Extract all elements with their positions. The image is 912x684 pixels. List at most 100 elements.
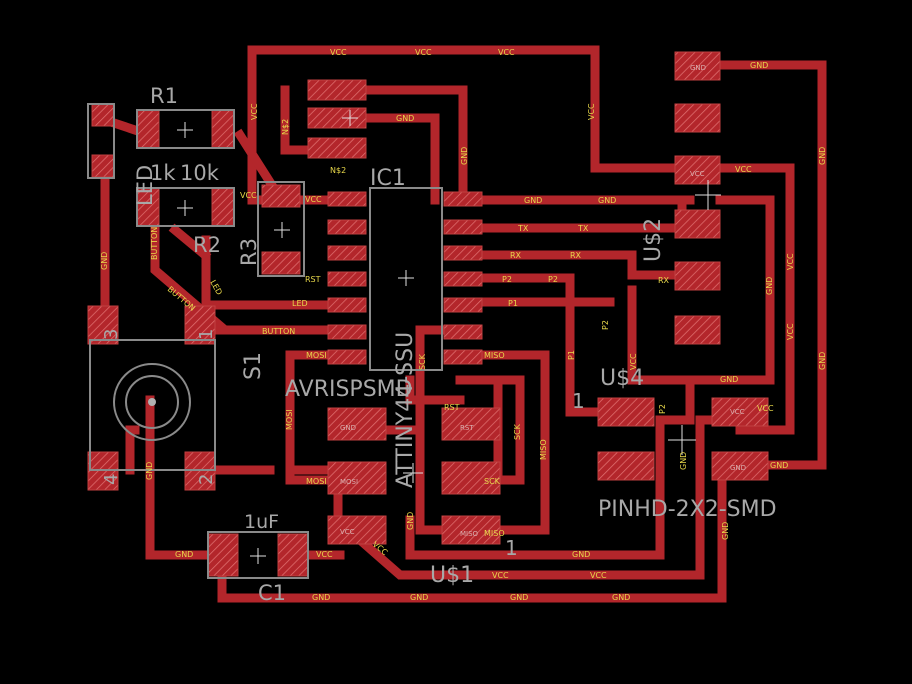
net-label: GND [312, 593, 330, 602]
avrisp-pad-5 [327, 515, 387, 545]
net-label: RX [510, 251, 522, 260]
net-label: P2 [601, 320, 610, 330]
ic1-pad-5 [327, 297, 367, 313]
ic1-pad-14 [443, 191, 483, 207]
u1-name: U$1 [430, 563, 474, 588]
net-label: LED [292, 299, 308, 308]
net-label: GND [818, 352, 827, 370]
ic1-value: ATTINY44-SSU [393, 332, 418, 488]
net-label: MISO [484, 351, 505, 360]
ic1-pad-2 [327, 219, 367, 235]
c1-pad-2 [277, 533, 309, 577]
net-label: GND [396, 114, 414, 123]
net-label: TX [517, 224, 529, 233]
net-label: GND [598, 196, 616, 205]
net-label: GND [524, 196, 542, 205]
u4-value: PINHD-2X2-SMD [598, 497, 777, 522]
u4-pad-3 [711, 397, 769, 427]
led-name: LED [133, 165, 157, 206]
u2-pad-1 [674, 51, 721, 81]
copper-traces [99, 45, 827, 603]
regulator-pad-1 [307, 79, 367, 101]
pad-label: VCC [340, 528, 355, 536]
net-label: VCC [757, 404, 774, 413]
net-label: P2 [548, 275, 558, 284]
ic1-name: IC1 [370, 166, 406, 191]
net-label: GND [460, 147, 469, 165]
pad-label: GND [690, 64, 706, 72]
avrisp-pad-1 [327, 407, 387, 441]
net-label: P2 [658, 404, 667, 414]
net-label: VCC [629, 353, 638, 370]
u2-pad-4 [674, 209, 721, 239]
net-label: GND [410, 593, 428, 602]
u4-pin1: 1 [572, 389, 585, 413]
ic1-pad-3 [327, 245, 367, 261]
net-label: GND [406, 512, 415, 530]
net-label: GND [818, 147, 827, 165]
net-label: RST [305, 275, 321, 284]
u1-pin1: 1 [505, 536, 518, 560]
ic1-pad-13 [443, 219, 483, 235]
c1-pad-1 [207, 533, 239, 577]
ic1-pad-7 [327, 349, 367, 365]
net-label: GND [100, 252, 109, 270]
pad-label: VCC [730, 408, 745, 416]
r3-name: R3 [237, 238, 261, 266]
s1-pin1: 1 [196, 329, 217, 340]
avrisp-pad-3 [327, 461, 387, 495]
net-label: P1 [567, 350, 576, 360]
ic1-pad-11 [443, 271, 483, 287]
net-label: VCC [735, 165, 752, 174]
net-label: RX [570, 251, 582, 260]
u2-pad-6 [674, 315, 721, 345]
s1-pin4: 4 [101, 474, 122, 485]
net-label: VCC [330, 48, 347, 57]
net-label: GND [765, 277, 774, 295]
net-label: GND [770, 461, 788, 470]
net-label: MISO [484, 529, 505, 538]
u2-name: U$2 [641, 218, 666, 262]
net-label: MOSI [306, 477, 327, 486]
u4-pad-4 [711, 451, 769, 481]
net-label: N$2 [330, 166, 346, 175]
net-label: GND [720, 375, 738, 384]
net-label: P2 [502, 275, 512, 284]
pads [87, 51, 769, 577]
net-label: VCC [240, 191, 257, 200]
net-label: P1 [508, 299, 518, 308]
ic1-pad-4 [327, 271, 367, 287]
r1-value: 1k [150, 161, 176, 185]
net-label: VCC [590, 571, 607, 580]
pad-label: VCC [690, 170, 705, 178]
r3-pad-1 [261, 184, 301, 208]
u4-pad-1 [597, 397, 655, 427]
u2-pad-3 [674, 155, 721, 185]
r1-pad-1 [136, 109, 160, 149]
r3-pad-2 [261, 251, 301, 275]
net-label: VCC [305, 195, 322, 204]
net-label: RX [658, 276, 670, 285]
net-label: N$2 [281, 119, 290, 135]
silkscreen-outlines [87, 103, 443, 579]
net-label: RST [444, 403, 460, 412]
net-label: SCK [513, 423, 522, 440]
r1-pad-2 [211, 109, 235, 149]
net-label: MISO [539, 439, 548, 460]
net-label: GND [572, 550, 590, 559]
net-label: GND [750, 61, 768, 70]
regulator-pad-2 [307, 107, 367, 129]
led-pad-1 [91, 103, 115, 127]
pad-label: GND [730, 464, 746, 472]
u4-name: U$4 [600, 366, 644, 391]
net-label: SCK [418, 353, 427, 370]
net-label: VCC [498, 48, 515, 57]
ic1-pad-1 [327, 191, 367, 207]
component-labels: R1 1k 10k R2 R3 LED IC1 ATTINY44-SSU AVR… [101, 84, 777, 605]
net-label: LED [208, 279, 224, 297]
net-label: TX [577, 224, 589, 233]
ic1-pad-6 [327, 324, 367, 340]
avrisp-pad-6 [441, 515, 501, 545]
s1-pad-1 [184, 305, 216, 345]
